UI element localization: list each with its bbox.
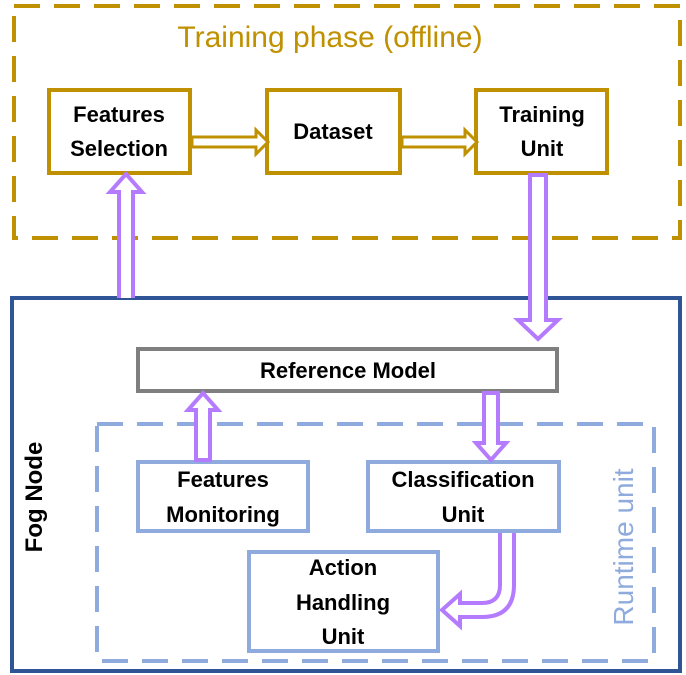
arrow-classification-to-action-handling (438, 533, 516, 631)
training-phase-container (12, 4, 682, 240)
action-handling-label-line3: Unit (322, 624, 365, 649)
features-selection-box: Features Selection (47, 88, 192, 175)
action-handling-label-line1: Action (309, 555, 377, 580)
arrow-features-to-dataset (190, 126, 271, 158)
action-handling-unit-box: Action Handling Unit (247, 550, 440, 653)
features-monitoring-label-line1: Features (177, 467, 269, 492)
classification-unit-box: Classification Unit (366, 460, 561, 533)
features-selection-label-line2: Selection (70, 136, 168, 161)
arrow-fog-to-features-selection (105, 170, 147, 298)
reference-model-box: Reference Model (136, 347, 559, 393)
features-selection-label-line1: Features (73, 102, 165, 127)
runtime-unit-label: Runtime unit (608, 468, 639, 625)
arrow-reference-model-to-classification (471, 391, 511, 464)
arrow-monitoring-to-reference-model (183, 389, 223, 462)
features-monitoring-box: Features Monitoring (136, 460, 310, 533)
arrow-training-to-reference-model (512, 173, 564, 342)
classification-unit-label-line2: Unit (442, 502, 485, 527)
training-unit-label-line1: Training (499, 102, 585, 127)
fog-node-label: Fog Node (21, 442, 48, 553)
arrow-dataset-to-training (400, 126, 480, 158)
training-unit-box: Training Unit (474, 88, 609, 175)
dataset-label: Dataset (293, 119, 373, 144)
fog-node-container (10, 296, 682, 673)
reference-model-label: Reference Model (260, 358, 436, 383)
training-unit-label-line2: Unit (521, 136, 564, 161)
classification-unit-label-line1: Classification (391, 467, 534, 492)
action-handling-label-line2: Handling (296, 590, 390, 615)
dataset-box: Dataset (265, 88, 402, 175)
features-monitoring-label-line2: Monitoring (166, 502, 280, 527)
training-phase-title: Training phase (offline) (177, 21, 482, 54)
